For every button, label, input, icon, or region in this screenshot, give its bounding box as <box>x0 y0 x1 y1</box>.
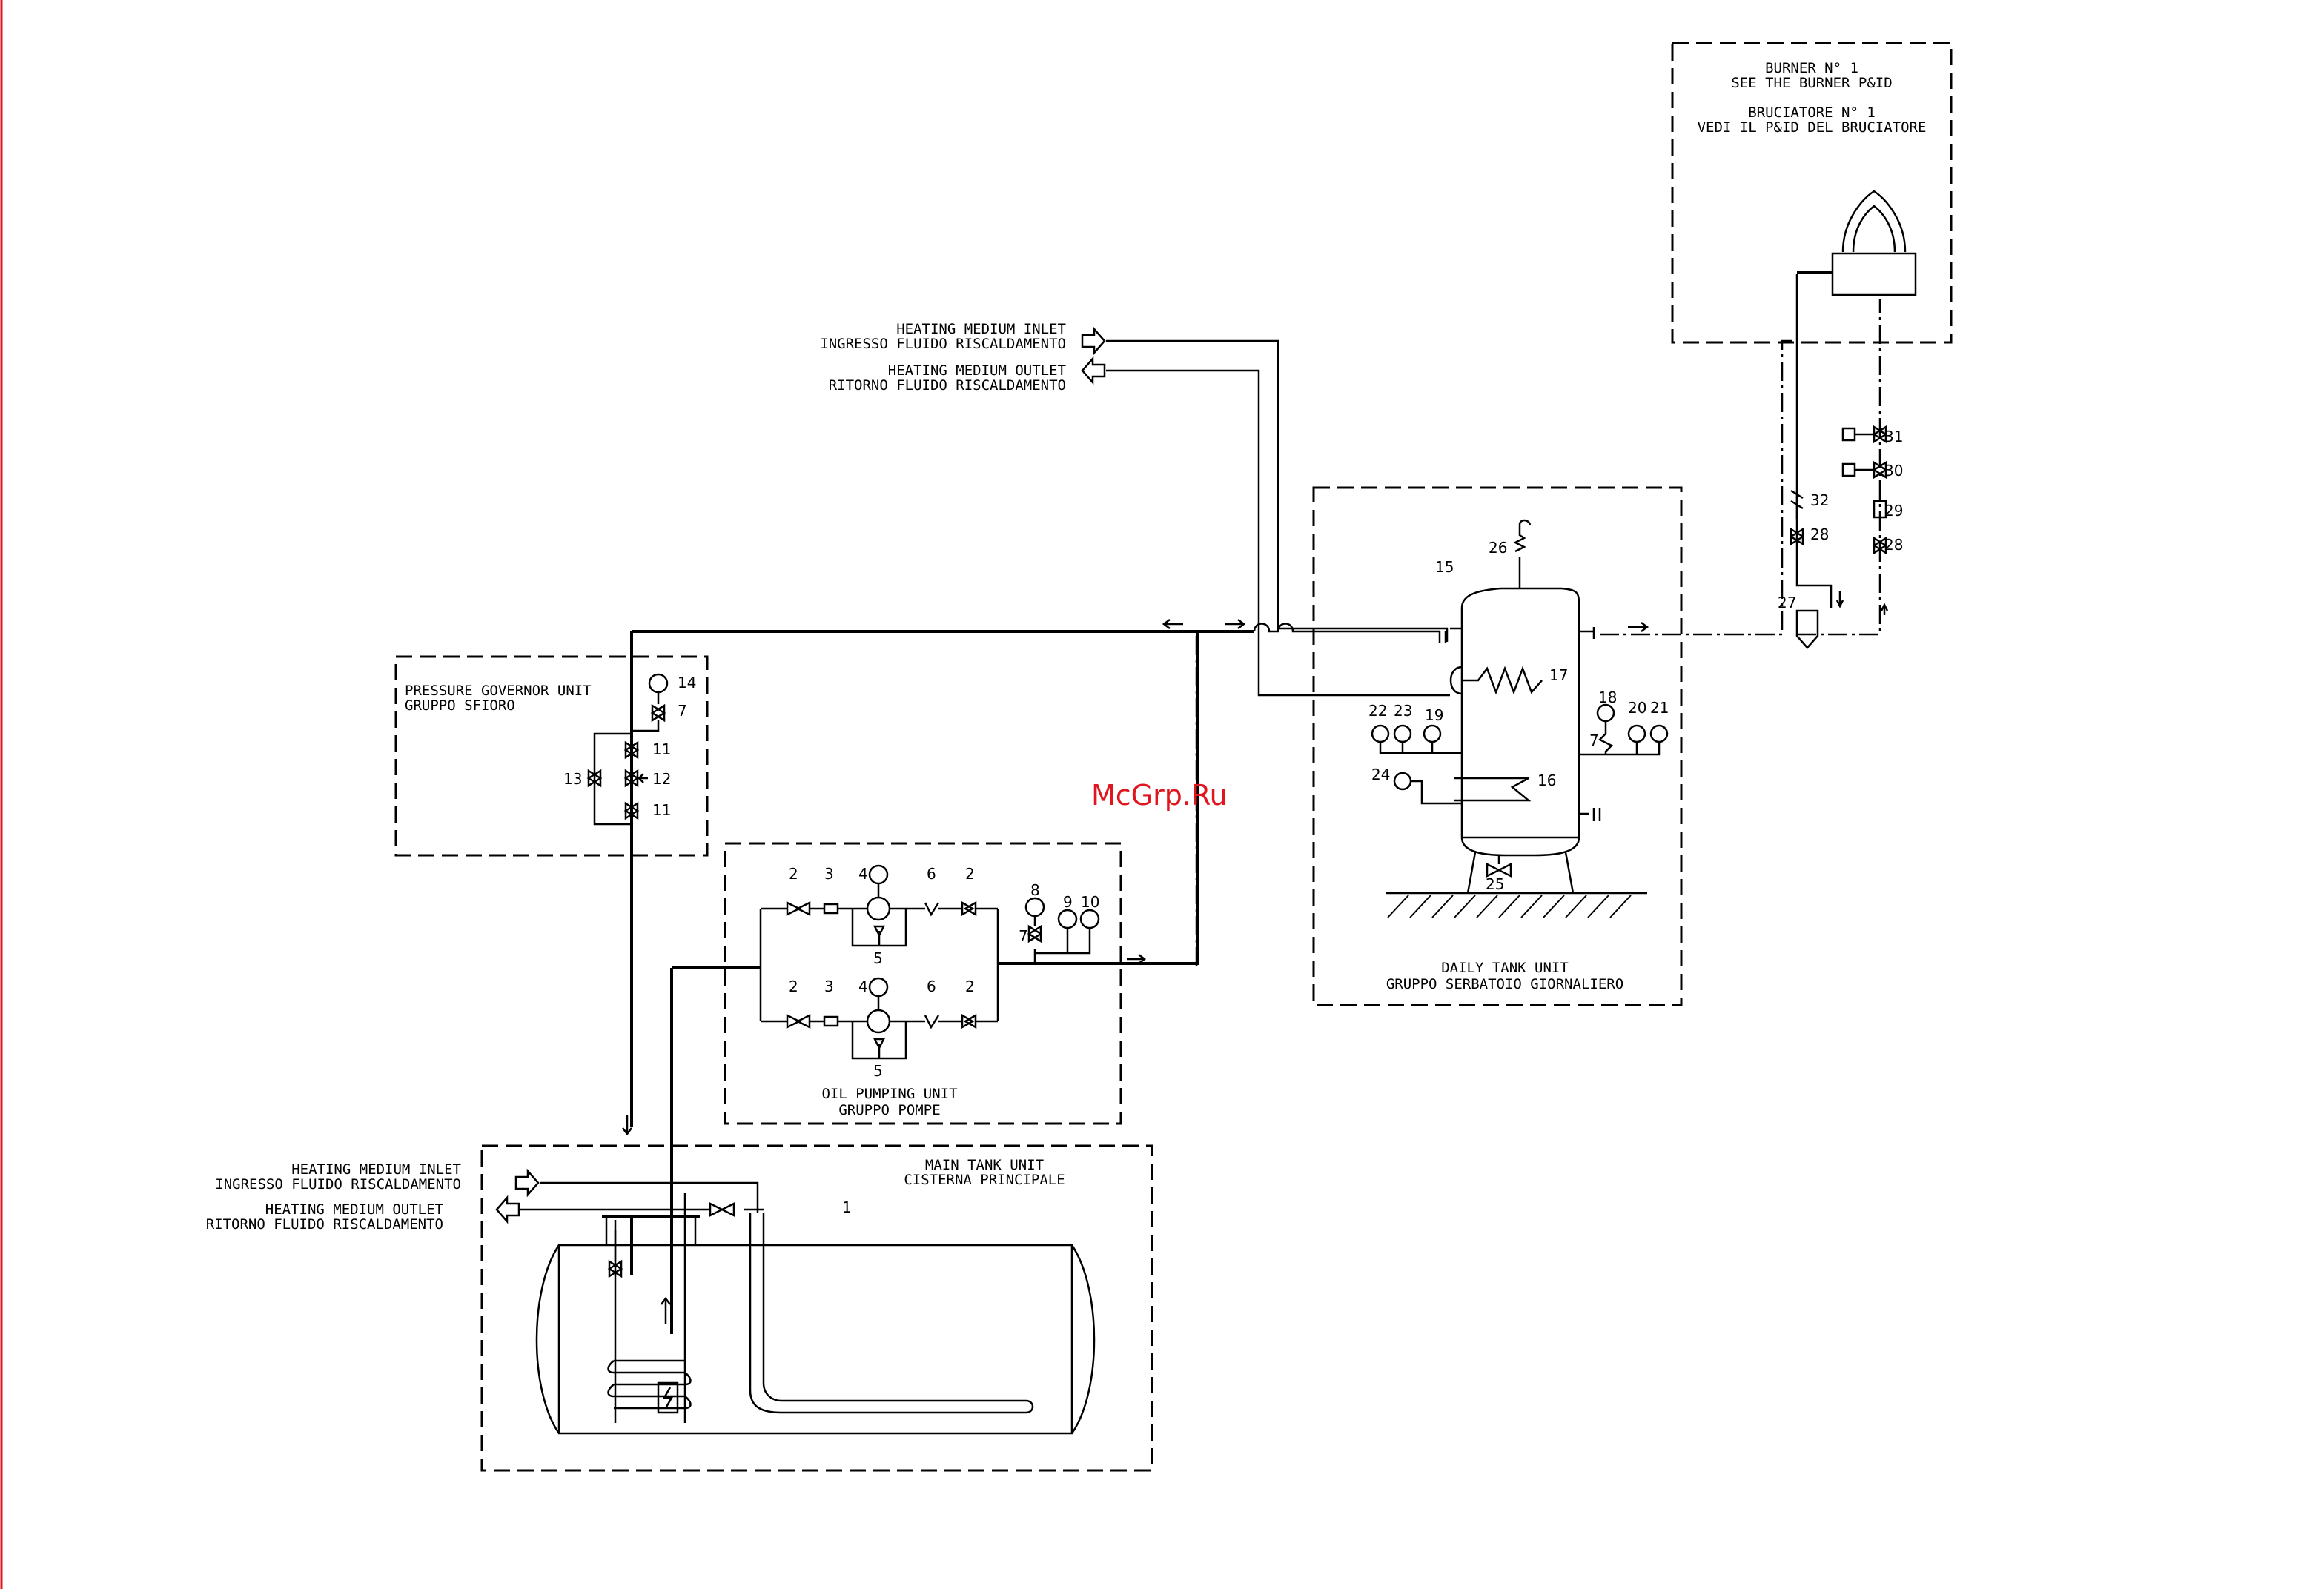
burner-title-en: BURNER N° 1 <box>1765 60 1858 76</box>
pumping-unit-title-en: OIL PUMPING UNIT <box>821 1086 957 1102</box>
tag-23: 23 <box>1394 702 1412 720</box>
tag-20: 20 <box>1628 699 1646 717</box>
tag-28-right: 28 <box>1884 536 1903 554</box>
main-tank-unit: MAIN TANK UNIT CISTERNA PRINCIPALE HEATI… <box>206 1115 1153 1472</box>
daily-tank-title-it: GRUPPO SERBATOIO GIORNALIERO <box>1386 976 1623 992</box>
tag-25: 25 <box>1486 875 1504 893</box>
tag-6-lower: 6 <box>927 978 936 995</box>
gauge-group-left <box>1371 724 1462 805</box>
heating-top: HEATING MEDIUM INLET INGRESSO FLUIDO RIS… <box>820 321 1450 697</box>
tag-2-lower-left: 2 <box>789 978 798 995</box>
tag-27: 27 <box>1778 594 1796 611</box>
tag-14: 14 <box>678 674 696 691</box>
tag-11-lower: 11 <box>652 801 671 819</box>
tag-3-upper: 3 <box>824 865 834 883</box>
pressure-unit-title-it: GRUPPO SFIORO <box>405 697 515 714</box>
tag-12: 12 <box>652 770 671 788</box>
tag-29: 29 <box>1884 502 1903 520</box>
tag-28-left: 28 <box>1810 525 1829 543</box>
gauge-group-right <box>1579 703 1669 756</box>
main-tank-title-en: MAIN TANK UNIT <box>925 1157 1044 1173</box>
tag-24: 24 <box>1371 766 1390 783</box>
daily-tank-title-en: DAILY TANK UNIT <box>1441 960 1569 976</box>
suction-heater-icon <box>607 1193 692 1423</box>
bottom-outlet-arrow-icon <box>495 1195 520 1224</box>
heating-bottom-inlet-it: INGRESSO FLUIDO RISCALDAMENTO <box>215 1176 461 1192</box>
tag-2-upper-left: 2 <box>789 865 798 883</box>
burner-feed <box>1789 425 1889 649</box>
tag-21: 21 <box>1650 699 1669 717</box>
tag-18: 18 <box>1598 689 1617 706</box>
tag-32: 32 <box>1810 491 1829 509</box>
heating-coil-icon <box>1449 666 1543 695</box>
daily-tank-vessel <box>1460 587 1580 857</box>
burner-flame-icon <box>1831 190 1917 296</box>
tag-4-lower: 4 <box>858 978 868 995</box>
tag-26: 26 <box>1489 539 1507 557</box>
tag-16: 16 <box>1537 772 1556 789</box>
tag-1: 1 <box>842 1198 852 1216</box>
tag-19: 19 <box>1425 706 1443 724</box>
heating-top-outlet-en: HEATING MEDIUM OUTLET <box>888 362 1066 379</box>
tag-17: 17 <box>1549 666 1568 684</box>
tag-8: 8 <box>1030 881 1040 899</box>
main-tank-title-it: CISTERNA PRINCIPALE <box>904 1172 1065 1188</box>
tag-7-governor: 7 <box>678 702 687 720</box>
burner-unit: BURNER N° 1 SEE THE BURNER P&ID BRUCIATO… <box>1671 42 1953 344</box>
burner-sub-it: VEDI IL P&ID DEL BRUCIATORE <box>1698 119 1927 136</box>
pressure-unit-title-en: PRESSURE GOVERNOR UNIT <box>405 683 592 699</box>
tag-31: 31 <box>1884 428 1903 445</box>
pressure-governor-unit: PRESSURE GOVERNOR UNIT GRUPPO SFIORO <box>394 631 709 1127</box>
tag-2-upper-right: 2 <box>965 865 975 883</box>
tag-numbers: 1 2 3 4 6 2 5 2 3 4 6 2 5 7 8 9 10 14 7 … <box>563 428 1903 1216</box>
inlet-arrow-icon <box>1081 326 1106 356</box>
tag-5-upper: 5 <box>873 949 883 967</box>
heating-bottom-outlet-it: RITORNO FLUIDO RISCALDAMENTO <box>206 1216 443 1233</box>
process-lines <box>632 271 1881 968</box>
heating-top-inlet-it: INGRESSO FLUIDO RISCALDAMENTO <box>820 336 1066 352</box>
daily-tank-unit: DAILY TANK UNIT GRUPPO SERBATOIO GIORNAL… <box>1312 486 1683 1006</box>
bottom-inlet-arrow-icon <box>514 1168 540 1198</box>
tag-6-upper: 6 <box>927 865 936 883</box>
heating-bottom-inlet-en: HEATING MEDIUM INLET <box>291 1161 461 1178</box>
tag-15: 15 <box>1435 558 1454 576</box>
oil-pumping-unit: OIL PUMPING UNIT GRUPPO POMPE <box>670 631 1199 1334</box>
burner-sub-en: SEE THE BURNER P&ID <box>1731 75 1892 91</box>
heating-top-outlet-it: RITORNO FLUIDO RISCALDAMENTO <box>829 377 1066 394</box>
tag-10: 10 <box>1081 893 1099 911</box>
burner-title-it: BRUCIATORE N° 1 <box>1748 105 1876 121</box>
tag-22: 22 <box>1368 702 1387 720</box>
tag-3-lower: 3 <box>824 978 834 995</box>
pumping-unit-title-it: GRUPPO POMPE <box>838 1102 940 1118</box>
tag-30: 30 <box>1884 462 1903 480</box>
tag-4-upper: 4 <box>858 865 868 883</box>
watermark: McGrp.Ru <box>1091 779 1228 812</box>
tag-13: 13 <box>563 770 582 788</box>
tag-2-lower-right: 2 <box>965 978 975 995</box>
tag-7-pump: 7 <box>1019 927 1028 945</box>
tag-7-daily: 7 <box>1589 732 1599 749</box>
heating-bottom-outlet-en: HEATING MEDIUM OUTLET <box>265 1201 443 1218</box>
tag-5-lower: 5 <box>873 1062 883 1080</box>
heating-top-inlet-en: HEATING MEDIUM INLET <box>896 321 1066 337</box>
tag-9: 9 <box>1063 893 1073 911</box>
tag-11-upper: 11 <box>652 740 671 758</box>
outlet-arrow-icon <box>1081 356 1106 385</box>
